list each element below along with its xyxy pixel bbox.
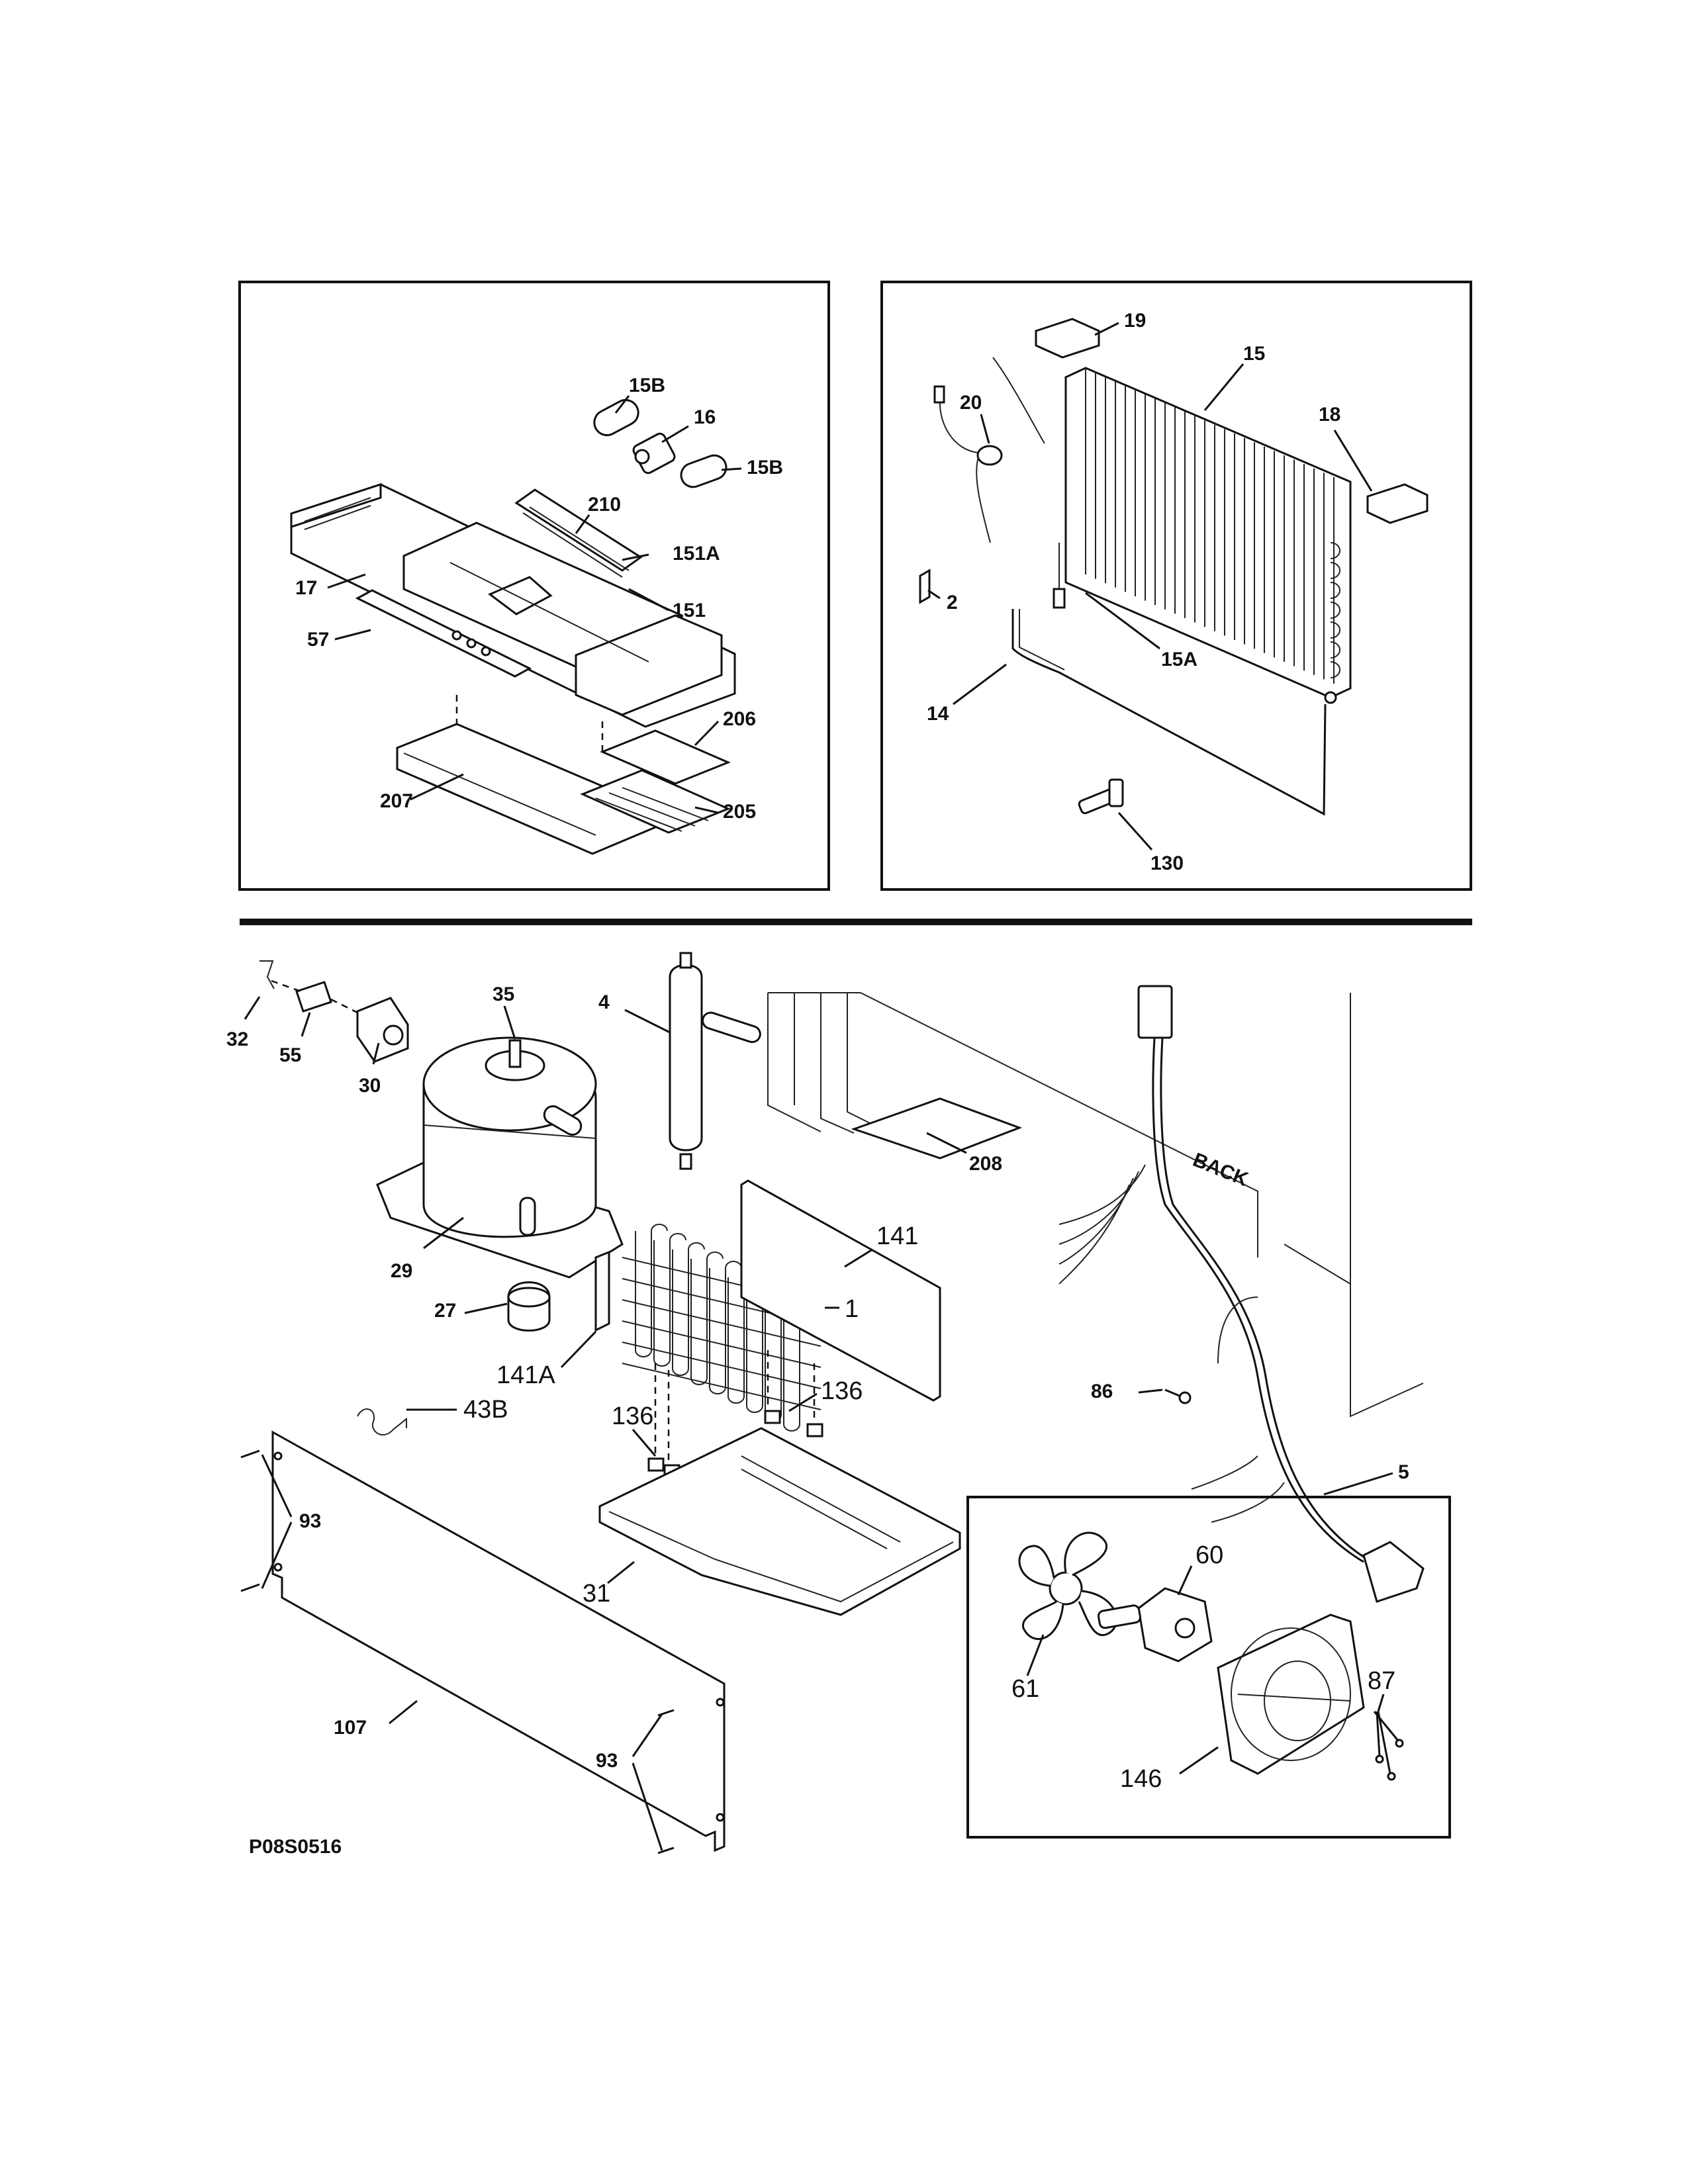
screws-93-left	[240, 1449, 260, 1592]
back-label: BACK	[1190, 1149, 1251, 1191]
label-5: 5	[1398, 1461, 1409, 1483]
screw-86	[1164, 1388, 1192, 1404]
label-130: 130	[1150, 852, 1184, 874]
label-57: 57	[307, 629, 329, 651]
label-136-left: 136	[612, 1402, 653, 1430]
label-55: 55	[279, 1044, 301, 1066]
panel-condenser-fan	[966, 1496, 1451, 1839]
relay-55	[295, 981, 332, 1013]
wire-clip-32	[259, 960, 275, 989]
label-4: 4	[598, 991, 610, 1013]
light-bulb-15b-right	[680, 454, 727, 488]
defrost-thermostat-20	[933, 385, 1003, 543]
label-14: 14	[927, 703, 949, 725]
fan-shroud-146	[1217, 1614, 1365, 1775]
filter-206	[600, 729, 731, 785]
label-35: 35	[492, 983, 514, 1005]
fan-motor-60	[1097, 1587, 1213, 1662]
label-87: 87	[1368, 1667, 1395, 1695]
shield-141a	[594, 1250, 610, 1332]
label-210: 210	[588, 494, 621, 516]
label-16: 16	[694, 406, 716, 428]
harness-14	[1011, 609, 1337, 816]
label-30: 30	[359, 1075, 381, 1097]
cabinet-back-208	[767, 992, 1424, 1418]
spacer-136-right	[764, 1410, 823, 1437]
label-15a: 15A	[1161, 649, 1197, 670]
label-43b: 43B	[463, 1396, 508, 1424]
light-bulb-15b-top	[593, 398, 639, 437]
label-61: 61	[1011, 1675, 1039, 1703]
wire-clip-43b	[357, 1408, 407, 1435]
rear-panel-107	[271, 1430, 726, 1852]
label-151: 151	[673, 600, 706, 621]
defrost-heater-15a	[992, 357, 1066, 609]
base-pan-31	[598, 1427, 961, 1616]
label-93-left: 93	[299, 1510, 321, 1532]
label-15: 15	[1243, 343, 1265, 365]
label-206: 206	[723, 708, 756, 730]
panel-evaporator	[880, 281, 1472, 891]
label-17: 17	[295, 577, 317, 599]
shield-141	[740, 1179, 941, 1402]
label-60: 60	[1196, 1541, 1223, 1569]
label-18: 18	[1319, 404, 1340, 426]
clip-2	[919, 569, 931, 604]
label-207: 207	[380, 790, 413, 812]
diagram-code: P08S0516	[249, 1836, 342, 1858]
control-panel-57	[355, 589, 532, 678]
label-151a: 151A	[673, 543, 720, 565]
label-15b-top: 15B	[629, 375, 665, 396]
block-19	[1035, 318, 1100, 359]
grommet-27	[507, 1281, 551, 1332]
label-205: 205	[723, 801, 756, 823]
label-27: 27	[434, 1300, 456, 1322]
evaporator-15	[1064, 367, 1352, 699]
panel-control-housing	[238, 281, 830, 891]
label-107: 107	[334, 1717, 367, 1739]
label-15b-right: 15B	[747, 457, 783, 478]
label-2: 2	[947, 592, 958, 614]
light-socket-16	[632, 432, 676, 475]
label-31: 31	[583, 1580, 610, 1608]
label-93-right: 93	[596, 1750, 618, 1772]
overload-30	[356, 997, 409, 1063]
fan-blade-61	[1018, 1531, 1117, 1640]
label-141a: 141A	[496, 1361, 555, 1389]
label-19: 19	[1124, 310, 1146, 332]
label-208: 208	[969, 1153, 1002, 1175]
label-86: 86	[1091, 1381, 1113, 1402]
label-29: 29	[391, 1260, 412, 1282]
block-18	[1366, 483, 1429, 524]
label-136-right: 136	[821, 1377, 863, 1405]
label-141: 141	[876, 1222, 918, 1250]
section-divider	[240, 919, 1472, 925]
drier-4	[669, 952, 761, 1170]
label-32: 32	[226, 1028, 248, 1050]
compressor-29	[376, 1036, 624, 1279]
label-1: 1	[845, 1295, 859, 1323]
label-146: 146	[1120, 1765, 1162, 1793]
filter-grille-205	[580, 769, 731, 834]
control-housing-17	[290, 482, 736, 728]
power-cord-5	[1058, 985, 1425, 1603]
label-20: 20	[960, 392, 982, 414]
screws-87	[1373, 1711, 1404, 1781]
screw-130	[1078, 778, 1124, 815]
